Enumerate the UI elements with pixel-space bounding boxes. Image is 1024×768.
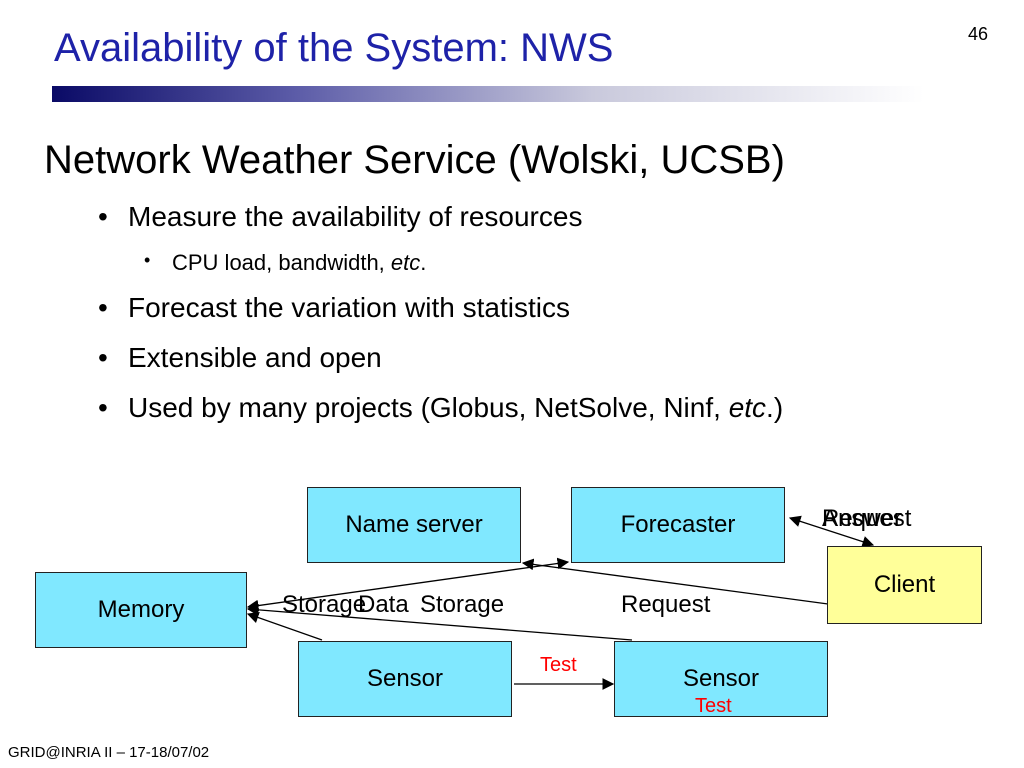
arrow-client-nameserver xyxy=(521,558,829,605)
bullet-dot-icon: • xyxy=(98,292,108,323)
storage-label-left: Storage xyxy=(282,591,367,618)
bullet-item: • Extensible and open xyxy=(98,342,382,374)
client-box: Client xyxy=(827,546,982,624)
bullet-dot-icon: • xyxy=(98,201,108,232)
test-label-bottom: Test xyxy=(695,695,732,717)
bullet-text: Measure the availability of resources xyxy=(128,201,583,232)
test-label-mid: Test xyxy=(540,654,577,676)
sensor-left-box: Sensor xyxy=(298,641,512,717)
slide-title: Availability of the System: NWS xyxy=(54,26,614,70)
footer-text: GRID@INRIA II – 17-18/07/02 xyxy=(8,744,210,761)
arrow-sensor-right-memory xyxy=(246,604,633,641)
sensor-right-box: Sensor xyxy=(614,641,828,717)
bullet-text: Used by many projects (Globus, NetSolve,… xyxy=(128,392,729,423)
sub-bullet-item: • CPU load, bandwidth, etc. xyxy=(144,250,427,276)
bullet-suffix: .) xyxy=(766,392,784,423)
title-underline-bar xyxy=(52,86,924,102)
memory-box: Memory xyxy=(35,572,247,648)
request-label-mid: Request xyxy=(621,591,711,618)
bullet-italic: etc xyxy=(728,392,767,423)
arrow-memory-forecaster xyxy=(246,557,570,612)
section-heading: Network Weather Service (Wolski, UCSB) xyxy=(44,138,785,182)
storage-label-right: Storage xyxy=(420,591,505,618)
bullet-text: Extensible and open xyxy=(128,342,382,373)
forecaster-box: Forecaster xyxy=(571,487,785,563)
answer-label: Answer xyxy=(822,505,903,532)
bullet-dot-icon: • xyxy=(98,342,108,373)
sub-bullet-text: CPU load, bandwidth, xyxy=(172,250,391,275)
arrow-forecaster-client xyxy=(788,515,875,548)
bullet-text: Forecast the variation with statistics xyxy=(128,292,570,323)
name-server-box: Name server xyxy=(307,487,521,563)
bullet-item: • Forecast the variation with statistics xyxy=(98,292,570,324)
arrow-sensor-left-memory xyxy=(246,611,323,641)
bullet-dot-icon: • xyxy=(98,392,108,423)
sub-bullet-suffix: . xyxy=(420,250,427,275)
sub-bullet-dot-icon: • xyxy=(144,250,151,270)
page-number: 46 xyxy=(968,24,989,44)
request-label-top: Request xyxy=(822,505,912,532)
sub-bullet-italic: etc xyxy=(390,250,421,275)
bullet-item: • Used by many projects (Globus, NetSolv… xyxy=(98,392,784,424)
bullet-item: • Measure the availability of resources xyxy=(98,201,583,233)
data-label: Data xyxy=(358,591,409,618)
